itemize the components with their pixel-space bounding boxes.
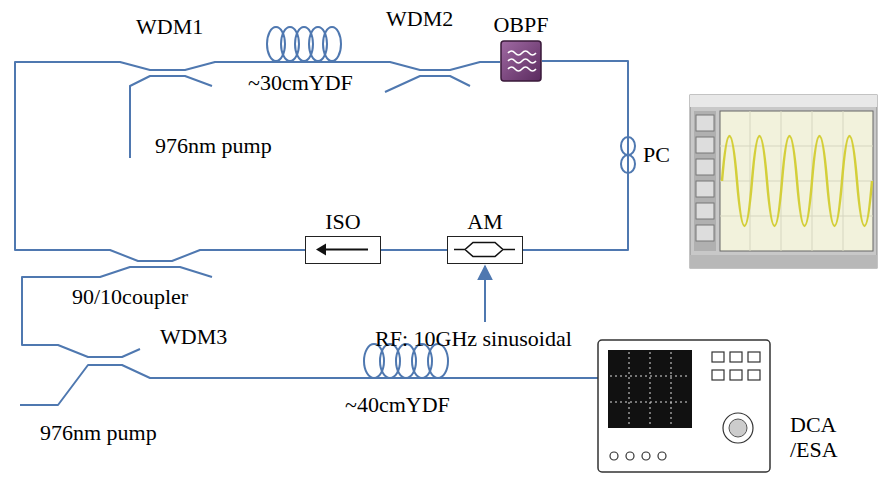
coupler-label: WDM2 [386, 6, 453, 31]
coupler-label: WDM1 [136, 14, 203, 39]
dca-instrument [598, 340, 770, 472]
fiber-lines [15, 62, 598, 405]
component-label: PC [643, 142, 670, 167]
signal-label: RF: 10GHz sinusoidal [375, 326, 572, 351]
isolator-box: ISO [305, 236, 381, 264]
filter-box: OBPF [500, 40, 542, 82]
oscilloscope-screenshot [690, 95, 877, 268]
component-name: AM [467, 209, 502, 234]
fiber-connector [381, 249, 447, 251]
coupler-label: 90/10coupler [72, 284, 188, 309]
isolator-arrow [306, 237, 379, 262]
fiber-label: ~40cmYDF [345, 392, 450, 417]
modulator-symbol [448, 237, 521, 262]
modulator-box: AM [447, 236, 523, 264]
rf-arrow [484, 266, 486, 322]
pump-label: 976nm pump [155, 133, 272, 158]
fiber-coil [267, 27, 341, 61]
filter-symbol [500, 40, 542, 82]
component-name: OBPF [493, 12, 548, 37]
fiber-connector [523, 61, 628, 250]
instrument-label: DCA /ESA [790, 412, 854, 463]
component-name: ISO [325, 209, 360, 234]
fiber-label: ~30cmYDF [248, 70, 353, 95]
coupler-label: WDM3 [160, 324, 227, 349]
pump-label: 976nm pump [40, 420, 157, 445]
